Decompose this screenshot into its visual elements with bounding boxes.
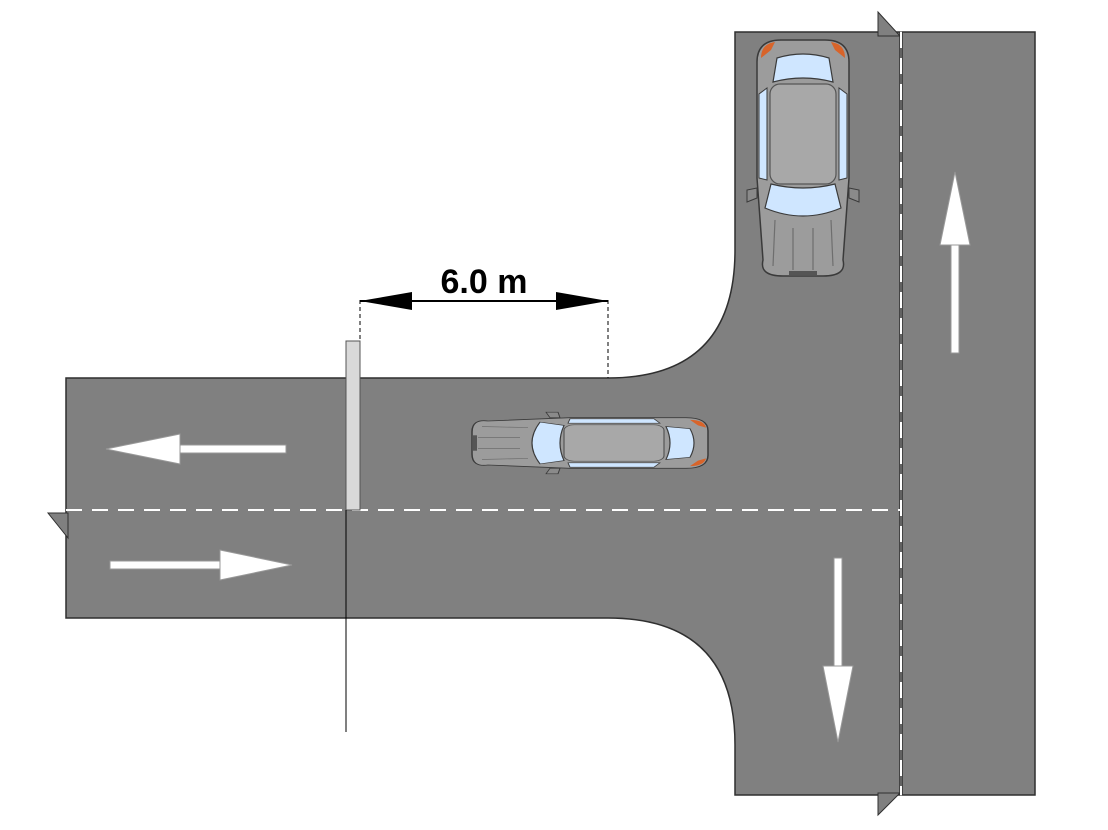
direction-arrows xyxy=(105,171,971,743)
eastbound-lane-arrow xyxy=(109,549,293,581)
westbound-lane-arrow xyxy=(105,433,287,465)
stop-line xyxy=(345,340,361,511)
car-on-main-road xyxy=(746,39,860,277)
dimension-label: 6.0 m xyxy=(441,263,528,301)
dimension-arrowhead-left xyxy=(360,292,412,310)
road-surface xyxy=(46,10,1036,817)
car-on-side-road xyxy=(471,411,709,475)
southbound-lane-arrow xyxy=(822,557,854,743)
lane-markings xyxy=(66,32,902,795)
main-road-right-carriageway xyxy=(901,31,1036,796)
distance-dimension: 6.0 m xyxy=(359,263,609,378)
northbound-lane-arrow xyxy=(939,171,971,354)
dimension-arrowhead-right xyxy=(556,292,608,310)
break-mark-left xyxy=(46,512,69,540)
break-mark-top xyxy=(877,10,902,37)
break-mark-bottom xyxy=(877,792,902,817)
